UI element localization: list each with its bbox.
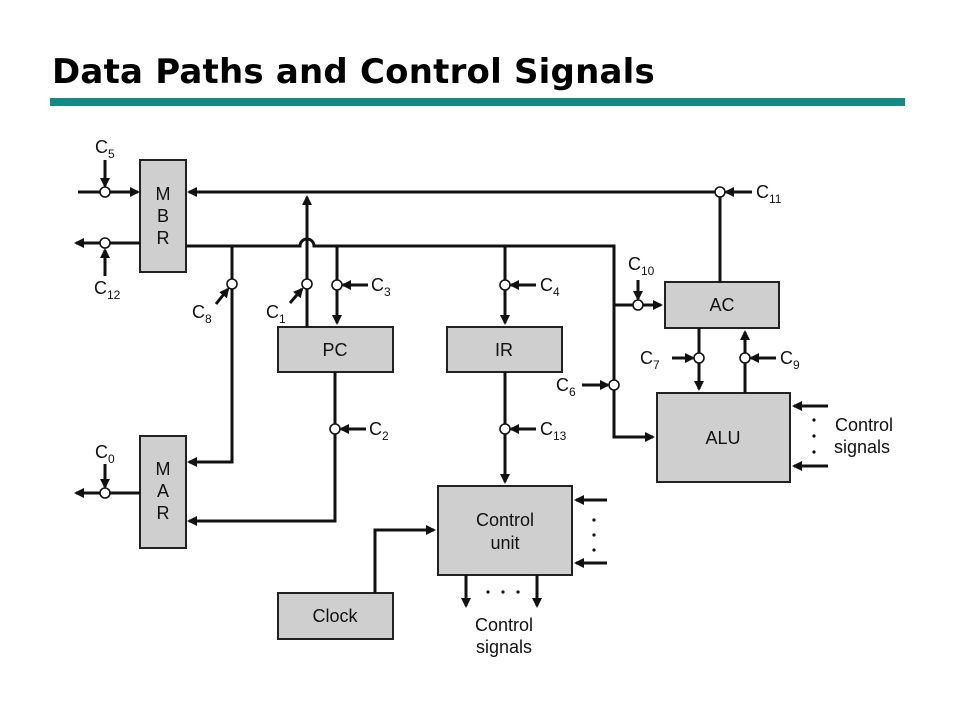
- c12-gate: [99, 237, 111, 249]
- control-unit-input-ellipsis: [592, 518, 596, 552]
- title-underline: [50, 98, 905, 106]
- c10-label: C10: [628, 254, 655, 278]
- c12-label: C12: [94, 278, 121, 302]
- mbr-to-mar-path: [187, 246, 234, 467]
- c3-label: C3: [371, 275, 391, 299]
- control-unit-label-2: unit: [490, 533, 519, 553]
- mar-letter-2: A: [157, 481, 169, 501]
- c0-label: C0: [95, 442, 115, 466]
- c0-gate: [99, 487, 111, 499]
- control-unit: Control unit: [437, 485, 573, 576]
- alu-control-ellipsis: [812, 418, 816, 454]
- pc-to-mar-path: [187, 372, 337, 526]
- alu-label: ALU: [705, 428, 740, 448]
- c11-label: C11: [756, 182, 782, 206]
- cu-control-signals-label-2: signals: [476, 637, 532, 657]
- clock-label: Clock: [312, 606, 358, 626]
- c9-label: C9: [780, 348, 800, 372]
- c6-label: C6: [556, 375, 576, 399]
- c4-gate: [499, 279, 511, 291]
- c6-gate: [608, 379, 620, 391]
- c7-label: C7: [640, 348, 660, 372]
- cu-control-signals-label-1: Control: [475, 615, 533, 635]
- c13-label: C13: [540, 419, 567, 443]
- c1-arrow: [288, 287, 304, 304]
- ir-register: IR: [446, 326, 563, 373]
- c5-label: C5: [95, 137, 115, 161]
- control-unit-label-1: Control: [476, 510, 534, 530]
- alu-control-signals-label-1: Control: [835, 415, 893, 435]
- c7-gate: [693, 352, 705, 364]
- mar-register: M A R: [139, 435, 187, 549]
- alu-unit: ALU: [656, 392, 791, 483]
- mbr-letter-2: B: [157, 206, 169, 226]
- c9-gate: [739, 352, 751, 364]
- mbr-register: M B R: [139, 159, 187, 273]
- mar-letter-1: M: [156, 459, 171, 479]
- c2-label: C2: [369, 419, 389, 443]
- mar-letter-3: R: [157, 503, 170, 523]
- c2-gate: [329, 423, 341, 435]
- c8-label: C8: [192, 302, 212, 326]
- c11-gate: [714, 186, 726, 198]
- c8-gate: [226, 278, 238, 290]
- slide-title: Data Paths and Control Signals: [52, 52, 655, 92]
- pc-register: PC: [277, 326, 394, 373]
- control-unit-output-ellipsis: [486, 590, 520, 594]
- c13-gate: [499, 423, 511, 435]
- c3-gate: [331, 279, 343, 291]
- c1-label: C1: [266, 302, 286, 326]
- ac-label: AC: [709, 295, 734, 315]
- c5-gate: [99, 186, 111, 198]
- ac-register: AC: [664, 281, 780, 329]
- mbr-letter-1: M: [156, 184, 171, 204]
- pc-label: PC: [322, 340, 347, 360]
- clock-unit: Clock: [277, 592, 394, 640]
- ir-label: IR: [495, 340, 513, 360]
- c10-gate: [632, 299, 644, 311]
- c8-arrow: [214, 287, 230, 305]
- c4-label: C4: [540, 275, 560, 299]
- clock-to-control-unit-path: [373, 525, 436, 593]
- mbr-letter-3: R: [157, 228, 170, 248]
- alu-control-signals-label-2: signals: [834, 437, 890, 457]
- c1-gate: [301, 278, 313, 290]
- mbr-bus: [186, 237, 655, 442]
